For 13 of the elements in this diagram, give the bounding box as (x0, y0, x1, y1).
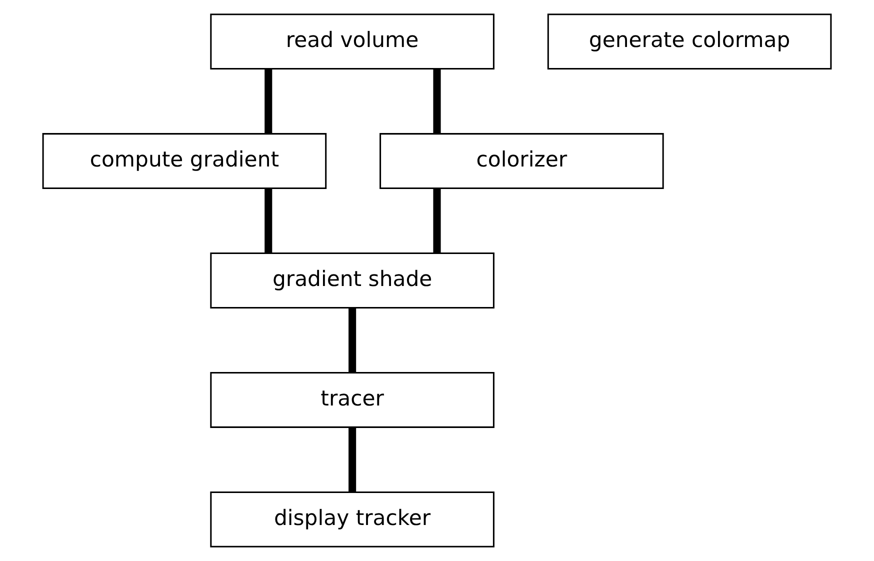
connector (348, 308, 356, 372)
connector (348, 428, 356, 492)
connector (433, 188, 441, 253)
node-box: tracer (210, 372, 494, 428)
connector (264, 69, 272, 134)
connector (433, 69, 441, 134)
node-box: read volume (210, 14, 494, 70)
connector (264, 188, 272, 253)
node-box: compute gradient (42, 133, 327, 189)
node-box: gradient shade (210, 252, 494, 308)
node-box: colorizer (380, 133, 664, 189)
node-box: display tracker (210, 491, 494, 548)
node-box: generate colormap (547, 14, 832, 70)
